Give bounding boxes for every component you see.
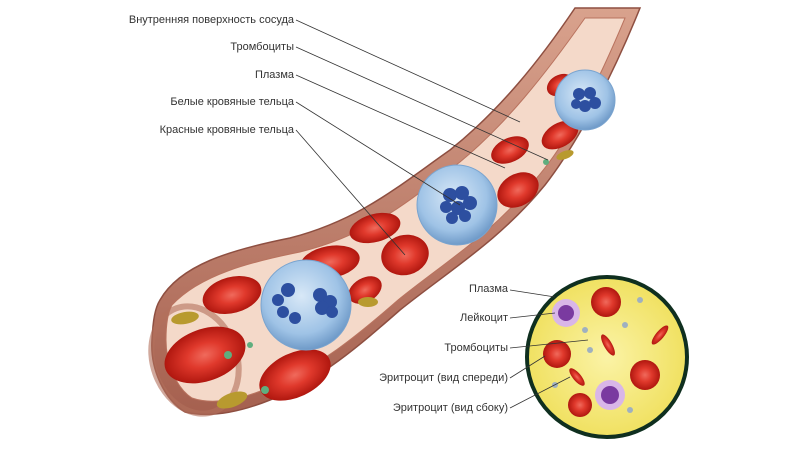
vessel-platelets <box>171 150 574 409</box>
red-blood-cell <box>164 326 246 384</box>
white-cell-nucleus <box>440 186 477 224</box>
red-blood-cell <box>202 275 262 315</box>
erythrocyte <box>543 340 571 368</box>
label-white-cells: Белые кровяные тельца <box>170 96 294 108</box>
red-blood-cell <box>497 172 539 208</box>
red-blood-cell <box>541 120 579 150</box>
label-platelets: Тромбоциты <box>230 41 294 53</box>
label-inner-surface: Внутренняя поверхность сосуда <box>128 14 294 26</box>
inset-platelets <box>552 297 643 413</box>
erythrocyte-side <box>569 368 585 386</box>
vessel-leader-lines <box>295 19 549 256</box>
platelet <box>216 391 248 409</box>
leukocyte-nucleus <box>601 386 619 404</box>
platelet <box>543 159 549 165</box>
white-blood-cell <box>260 259 352 351</box>
platelet <box>358 297 378 307</box>
red-blood-cell <box>491 136 529 164</box>
white-cell-nucleus <box>571 87 601 112</box>
label-inset-erythrocyte-side: Эритроцит (вид сбоку) <box>392 402 508 414</box>
erythrocyte <box>591 287 621 317</box>
red-blood-cell <box>348 276 382 304</box>
label-inset-leukocyte: Лейкоцит <box>459 312 508 324</box>
erythrocyte-side <box>601 334 615 356</box>
vessel-white-cells <box>260 69 616 351</box>
leukocyte-nucleus <box>558 305 574 321</box>
inset-leader-lines <box>509 289 589 409</box>
platelet <box>556 150 574 160</box>
platelet <box>171 311 199 325</box>
erythrocyte-side <box>651 325 669 345</box>
red-blood-cell <box>259 349 331 401</box>
label-plasma: Плазма <box>254 69 294 81</box>
label-inset-plasma: Плазма <box>468 283 508 295</box>
white-cell-nucleus <box>272 283 338 324</box>
platelet <box>224 351 232 359</box>
platelet <box>247 342 253 348</box>
label-inset-erythrocyte-front: Эритроцит (вид спереди) <box>379 372 508 384</box>
erythrocyte <box>568 393 592 417</box>
label-red-cells: Красные кровяные тельца <box>159 124 294 136</box>
erythrocyte <box>630 360 660 390</box>
platelet <box>261 386 269 394</box>
inset-red-cells <box>543 287 669 417</box>
label-inset-platelets: Тромбоциты <box>444 342 508 354</box>
inset-blood-smear <box>525 275 689 439</box>
